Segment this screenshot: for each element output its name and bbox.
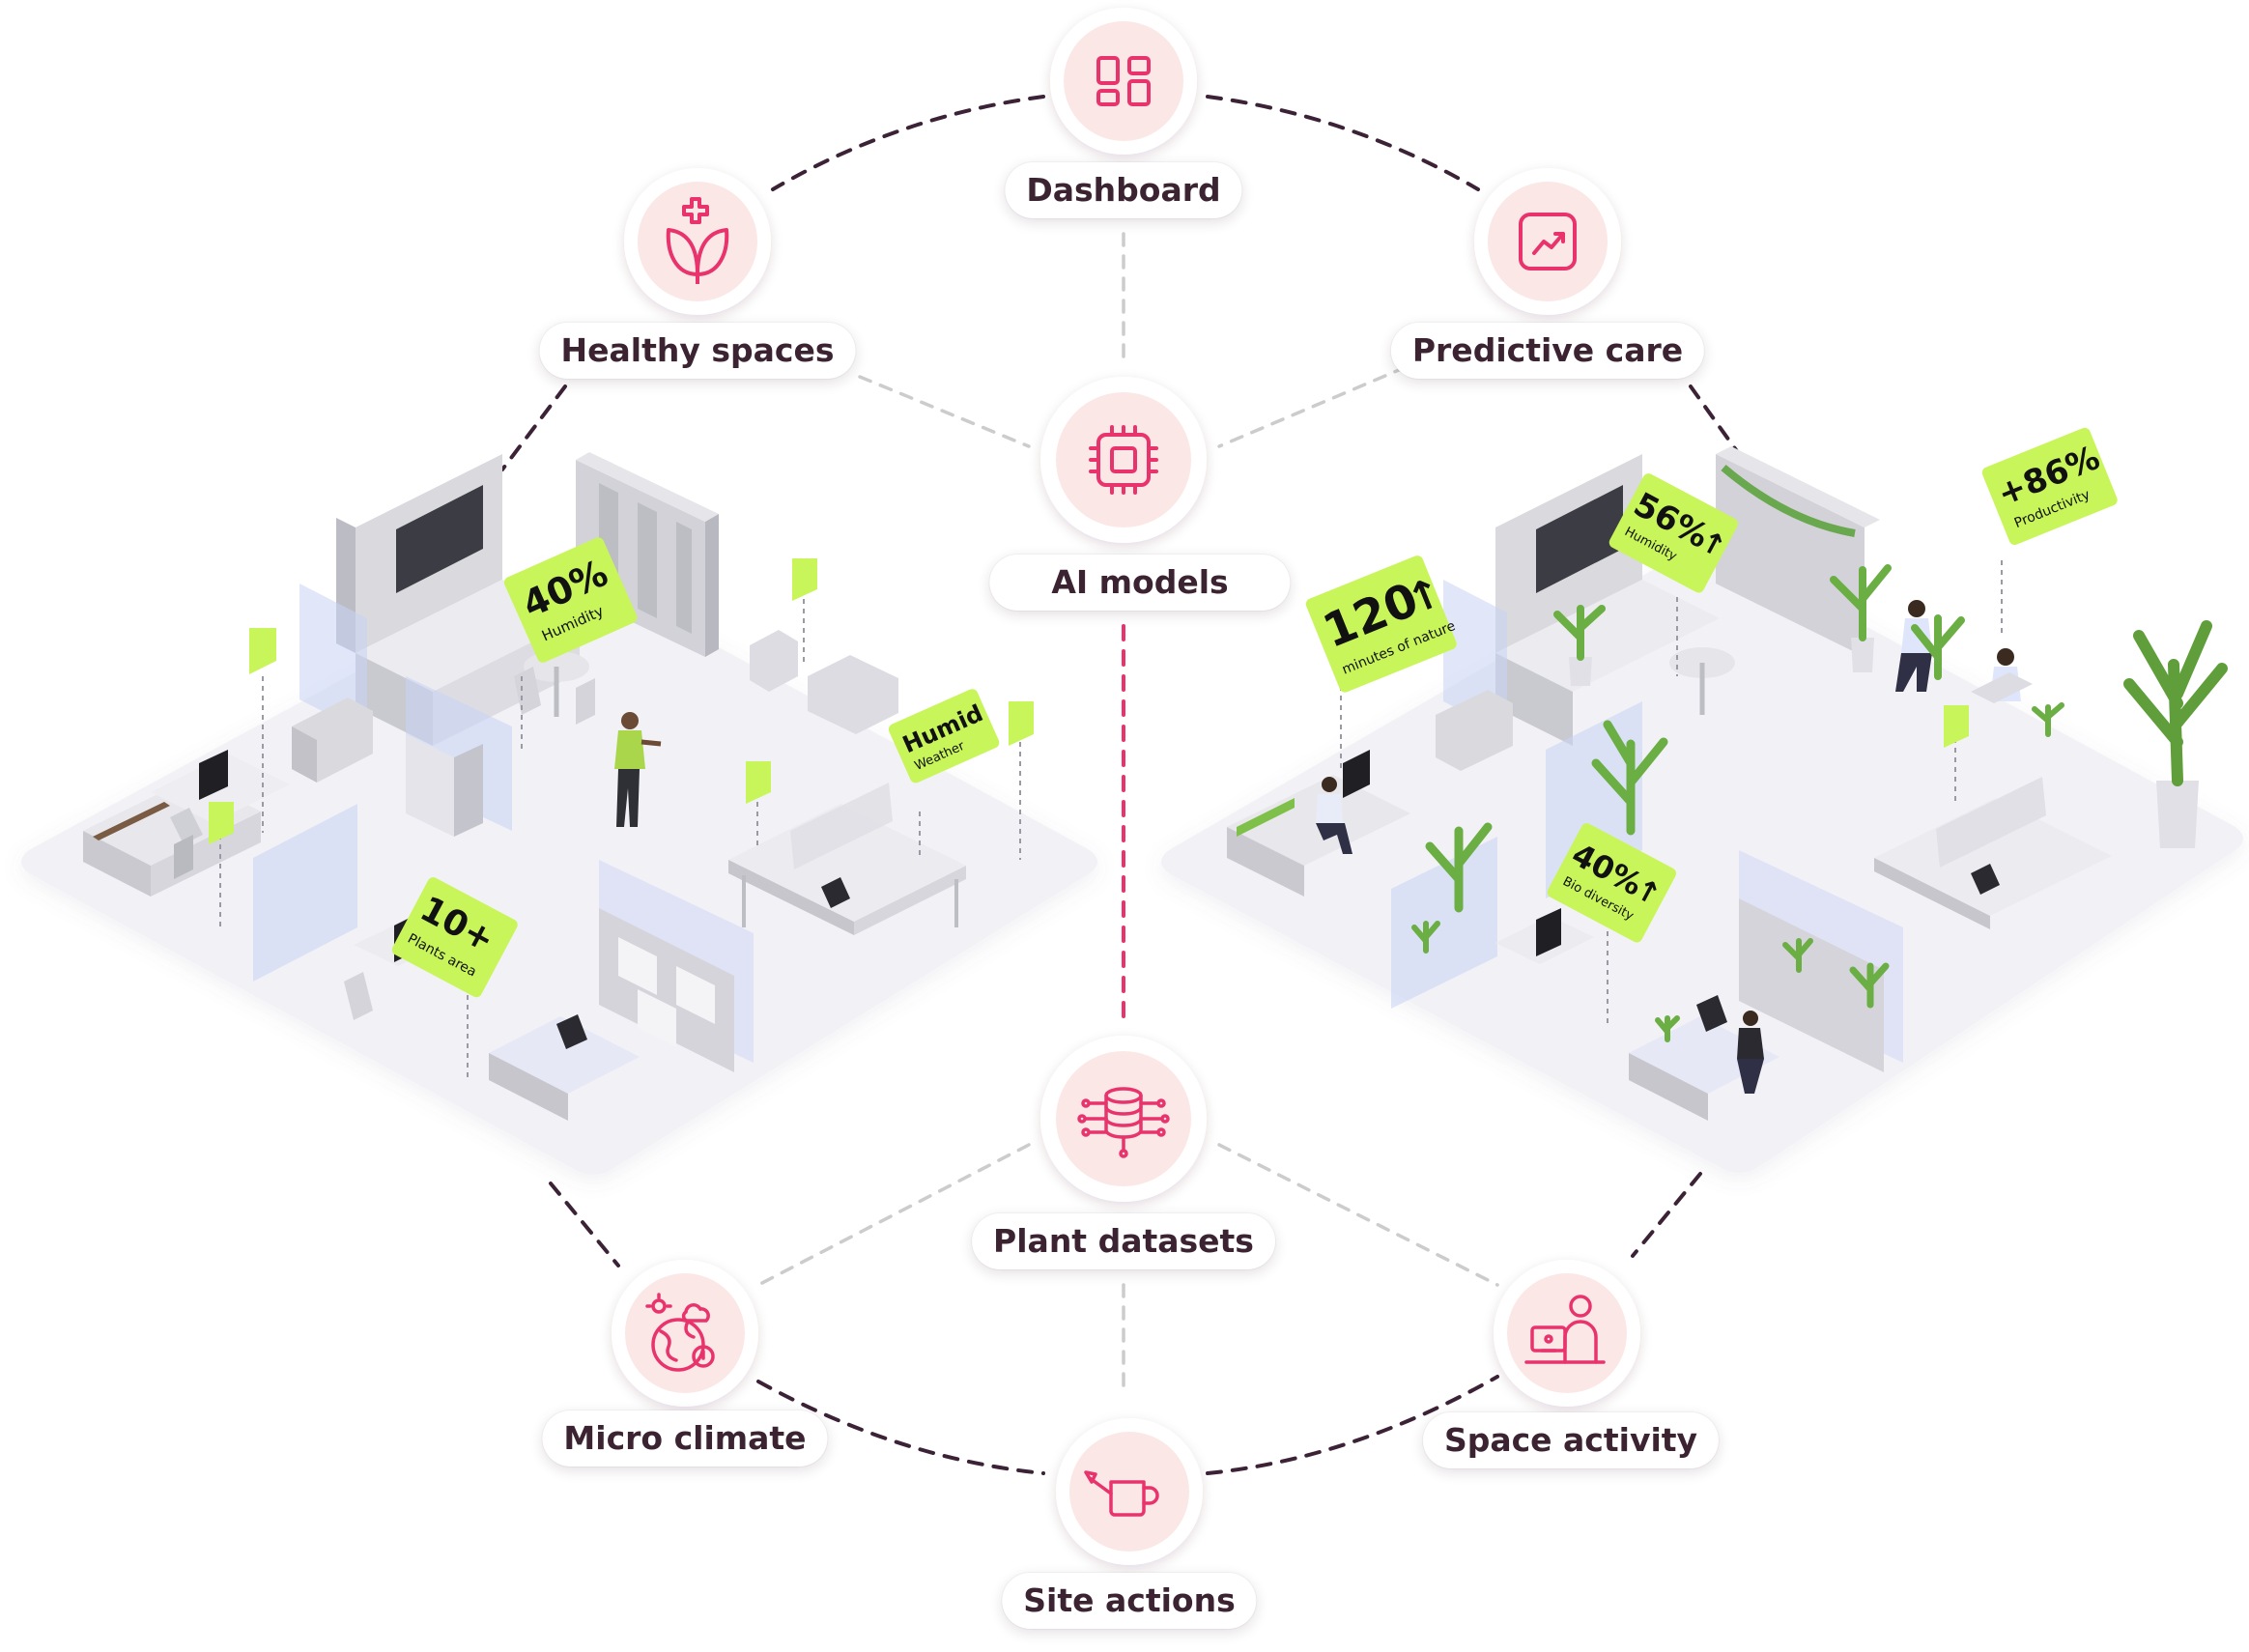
metric-right-humidity: 56% ↑ Humidity	[1608, 473, 1739, 593]
person-at-desk-icon	[1524, 1295, 1606, 1364]
right-plants	[1411, 564, 2228, 1042]
ring-healthy-left-floor	[500, 385, 567, 471]
node-micro-climate-badge[interactable]	[612, 1260, 758, 1407]
spoke-healthy-ai	[858, 375, 1031, 448]
ring-predictive-right-floor	[1689, 385, 1741, 456]
ring-micro-site	[756, 1380, 1045, 1475]
spoke-datasets-micro	[756, 1143, 1031, 1287]
right-sensor-pins	[1340, 560, 2003, 1024]
node-micro-climate-label[interactable]: Micro climate	[542, 1410, 828, 1467]
node-ai-models-label[interactable]: AI models	[989, 555, 1291, 611]
node-healthy-spaces-label[interactable]: Healthy spaces	[539, 323, 856, 379]
plant-health-icon	[666, 197, 729, 284]
right-person-seated-left	[1316, 777, 1352, 854]
globe-weather-icon	[645, 1293, 715, 1372]
node-plant-datasets-label[interactable]: Plant datasets	[972, 1213, 1275, 1269]
node-predictive-care-label[interactable]: Predictive care	[1390, 323, 1705, 379]
node-predictive-care-badge[interactable]	[1474, 168, 1621, 315]
metric-left-weather: Humid Weather	[888, 689, 1000, 783]
right-person-seated-bottom	[1737, 1011, 1764, 1094]
right-office-floor	[1161, 543, 2243, 1173]
ring-site-space	[1206, 1375, 1499, 1475]
watering-can-icon	[1084, 1470, 1159, 1517]
left-sensor-pins	[209, 558, 1034, 1082]
node-dashboard-badge[interactable]	[1050, 8, 1197, 155]
spoke-predictive-ai	[1217, 365, 1408, 448]
left-person-standing	[614, 712, 662, 827]
node-site-actions-label[interactable]: Site actions	[1002, 1573, 1257, 1629]
ring-dashboard-predictive	[1206, 95, 1480, 191]
node-healthy-spaces-badge[interactable]	[624, 168, 771, 315]
spoke-datasets-space	[1217, 1143, 1499, 1287]
node-ai-models-badge[interactable]	[1040, 377, 1207, 543]
database-network-icon	[1077, 1087, 1170, 1158]
connector-lines	[500, 95, 1741, 1475]
metric-right-nature: 120 ↑ minutes of nature	[1305, 555, 1458, 693]
ring-right-floor-space	[1631, 1172, 1702, 1258]
node-space-activity-badge[interactable]	[1494, 1260, 1640, 1407]
node-plant-datasets-badge[interactable]	[1040, 1036, 1207, 1202]
right-office-illustration	[1227, 446, 2228, 1121]
chip-icon	[1089, 425, 1158, 495]
left-office-illustration	[83, 452, 1034, 1121]
dashboard-grid-icon	[1096, 56, 1151, 106]
node-space-activity-label[interactable]: Space activity	[1422, 1412, 1720, 1468]
ring-dashboard-healthy	[771, 95, 1045, 191]
metric-right-productivity: +86% Productivity	[1981, 427, 2118, 545]
trend-chart-icon	[1519, 213, 1577, 271]
metric-left-plants: 10+ Plants area	[391, 877, 518, 998]
node-dashboard-label[interactable]: Dashboard	[1005, 162, 1242, 218]
ring-left-floor-micro	[549, 1182, 620, 1267]
node-site-actions-badge[interactable]	[1056, 1418, 1203, 1565]
